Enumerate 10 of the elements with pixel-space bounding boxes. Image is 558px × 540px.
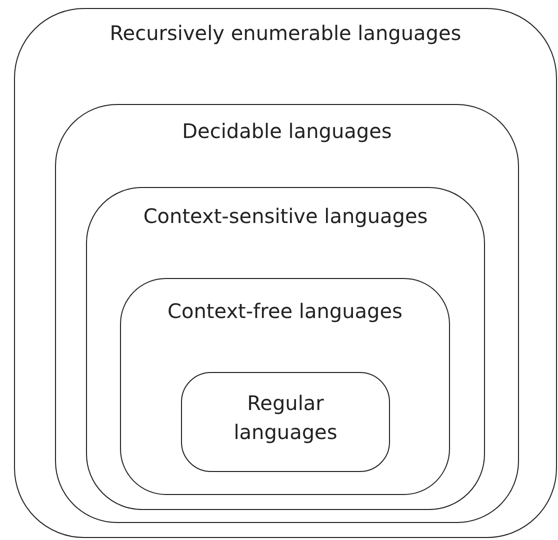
class-label: Decidable languages [181,118,393,145]
language-class-box [86,187,485,510]
class-label: Context-sensitive languages [142,203,429,230]
class-label: Context-free languages [166,298,404,325]
language-class-box [55,104,519,523]
language-class-box [120,278,450,495]
class-label: Recursively enumerable languages [108,20,462,47]
language-class-box [181,372,390,472]
language-class-box [14,8,557,538]
class-label: Regular languages [232,390,338,446]
